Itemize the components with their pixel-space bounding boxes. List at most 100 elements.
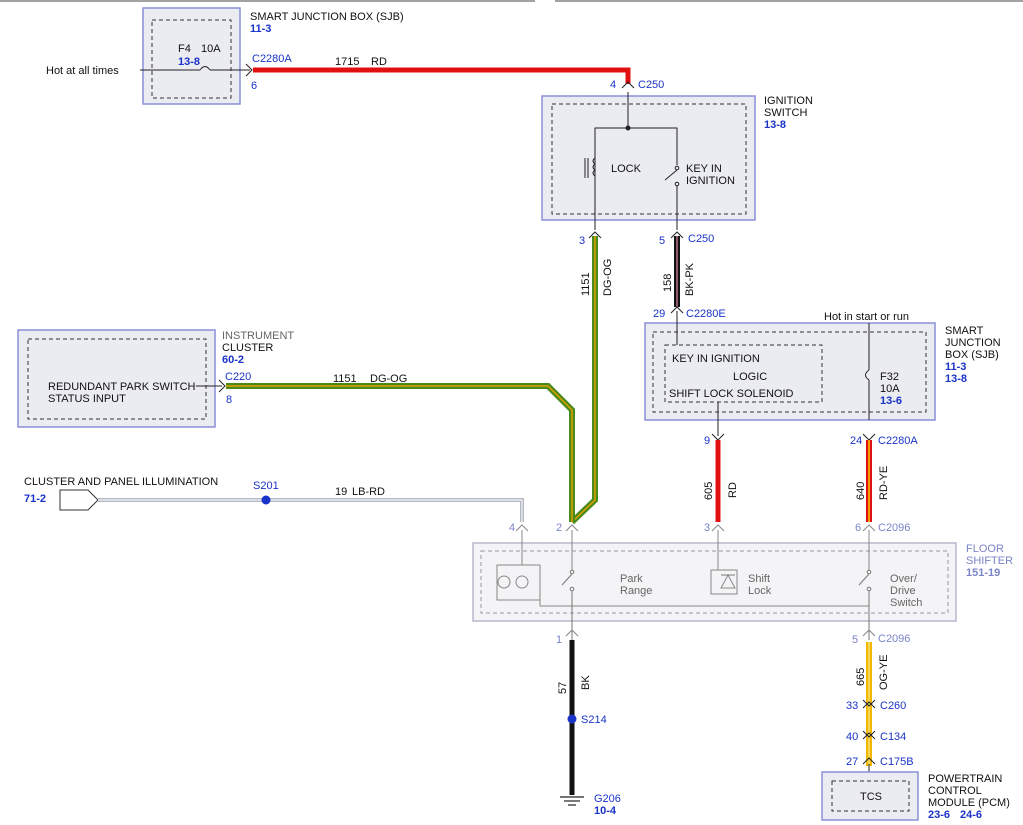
wire-1715-color: RD	[371, 56, 387, 68]
ground-name: G206	[594, 793, 621, 805]
connector-c250-top-icon	[621, 81, 635, 89]
sjb-right-pin-left: 9	[704, 435, 710, 447]
connector-c2280e-icon	[670, 306, 684, 314]
shifter-pin-a-icon	[515, 524, 529, 532]
key-switch-icon	[664, 165, 680, 230]
shifter-title-2: SHIFTER	[966, 555, 1013, 567]
shifter-pin-d: 6	[855, 522, 861, 534]
pcm-connector-1: 33 C260	[846, 699, 906, 712]
pcm-ref-2: 24-6	[960, 809, 982, 821]
shifter-pin-bottom-left-icon	[565, 629, 579, 637]
key-in-label-1: KEY IN	[686, 163, 722, 175]
fuse-f32-ref: 13-6	[880, 395, 902, 407]
park-label-2: Range	[620, 585, 652, 597]
pcm-inner-label: TCS	[860, 791, 882, 803]
fuse-f4-name: F4	[178, 43, 191, 55]
fuse-f32-name: F32	[880, 371, 899, 383]
floor-shifter: 4 2 3 6 C2096 FLOOR SHIFTER 151-19 Park …	[472, 522, 1013, 646]
wire-19-color: LB-RD	[352, 486, 385, 498]
hot-at-all-times-label: Hot at all times	[46, 65, 119, 77]
pcm-box	[821, 771, 919, 821]
cluster-illum-label: CLUSTER AND PANEL ILLUMINATION	[24, 476, 218, 488]
shifter-pin-bottom-right: 5	[852, 634, 858, 646]
ignition-ref: 13-8	[764, 119, 786, 131]
sjb-right-pin-top: 29	[653, 308, 665, 320]
splice-s201-dot	[261, 495, 271, 505]
pcm: TCS POWERTRAIN CONTROL MODULE (PCM) 23-6…	[821, 764, 1010, 821]
connector-c250-right-icon	[670, 231, 684, 239]
fuse-f32-icon	[865, 369, 870, 381]
key-in-label-2: IGNITION	[686, 175, 735, 187]
wire-665-color: OG-YE	[878, 655, 890, 690]
shifter-pin-c-icon	[711, 524, 725, 532]
ignition-switch: 4 C250 IGNITION SWITCH 13-8 LOCK KEY IN …	[541, 79, 813, 247]
shifter-pin-b-icon	[565, 524, 579, 532]
sjb-right-conn-top: C2280E	[686, 308, 726, 320]
shifter-conn-bottom: C2096	[878, 633, 910, 645]
wire-1715-rd	[253, 67, 631, 84]
instrument-title-1: INSTRUMENT	[222, 330, 294, 342]
key-in-ignition-label: KEY IN IGNITION	[672, 353, 760, 365]
ignition-pin-top: 4	[610, 79, 616, 91]
instrument-input-1: REDUNDANT PARK SWITCH	[48, 381, 196, 393]
connector-c220-icon	[218, 379, 226, 393]
sjb-top: SMART JUNCTION BOX (SJB) 11-3 F4 10A 13-…	[46, 7, 404, 105]
wire-158-circuit: 158	[662, 274, 674, 292]
wire-57-circuit: 57	[557, 682, 569, 694]
shift-lock-solenoid-label: SHIFT LOCK SOLENOID	[669, 388, 794, 400]
park-switch-icon	[561, 573, 573, 586]
park-switch-contact-2	[569, 586, 575, 592]
od-switch-icon	[858, 573, 870, 586]
od-switch-contact-1	[866, 569, 872, 575]
pcm-connector-2: 40 C134	[846, 730, 906, 743]
ignition-conn-bottom: C250	[688, 233, 714, 245]
shifter-box	[472, 542, 957, 622]
pcm-conn-3-pin: 27	[846, 756, 858, 768]
fuse-f4-ref: 13-8	[178, 56, 200, 68]
fuse-f32-rating: 10A	[880, 383, 900, 395]
shifter-conn-top: C2096	[878, 522, 910, 534]
pcm-conn-2-pin: 40	[846, 731, 858, 743]
pcm-conn-1-icon-b	[862, 701, 876, 709]
shifter-pin-a: 4	[509, 522, 515, 534]
shift-lock-label-2: Lock	[748, 585, 772, 597]
shifter-ground-bus	[539, 600, 869, 607]
logic-box	[664, 344, 823, 403]
pcm-conn-3-name: C175B	[880, 756, 914, 768]
pcm-conn-1-icon	[862, 699, 876, 707]
wire-1151-horiz-color: DG-OG	[370, 373, 407, 385]
shift-lock-frame	[710, 569, 738, 595]
wire-1151-horiz-circuit: 1151	[333, 373, 357, 385]
sjb-right-ref-1: 11-3	[945, 361, 966, 373]
instrument-box	[17, 329, 216, 428]
sjb-right-pin-right: 24	[850, 435, 862, 447]
wire-19-lbrd-stripe	[98, 499, 523, 522]
wire-605-circuit: 605	[703, 482, 715, 500]
shift-lock-label-1: Shift	[748, 573, 770, 585]
fuse-f4-icon	[199, 66, 211, 71]
pcm-conn-2-icon	[862, 730, 876, 738]
shifter-pin-bottom-left: 1	[556, 634, 562, 646]
pcm-conn-2-icon-b	[862, 732, 876, 740]
wire-640-circuit: 640	[855, 482, 867, 500]
wire-19-circuit: 19	[335, 486, 347, 498]
connector-c2280a-right-icon	[862, 433, 876, 441]
cluster-illumination: CLUSTER AND PANEL ILLUMINATION 71-2 S201…	[24, 476, 524, 522]
pcm-title-1: POWERTRAIN	[928, 773, 1002, 785]
hot-in-start-label: Hot in start or run	[824, 311, 909, 323]
sjb-right-box	[644, 322, 936, 421]
pcm-title-2: CONTROL	[928, 785, 982, 797]
wire-19-lbrd	[98, 498, 524, 522]
sjb-top-title: SMART JUNCTION BOX (SJB)	[250, 11, 404, 23]
ignition-inner	[551, 103, 747, 215]
instrument-title-2: CLUSTER	[222, 342, 273, 354]
ignition-conn-top: C250	[638, 79, 664, 91]
ignition-pin-left: 3	[579, 235, 585, 247]
wire-605-color: RD	[727, 482, 739, 498]
instrument-pin: 8	[226, 394, 232, 406]
splice-s214-dot	[567, 714, 577, 724]
pcm-inner	[831, 780, 910, 812]
ignition-box	[541, 95, 756, 221]
shifter-title-1: FLOOR	[966, 543, 1004, 555]
